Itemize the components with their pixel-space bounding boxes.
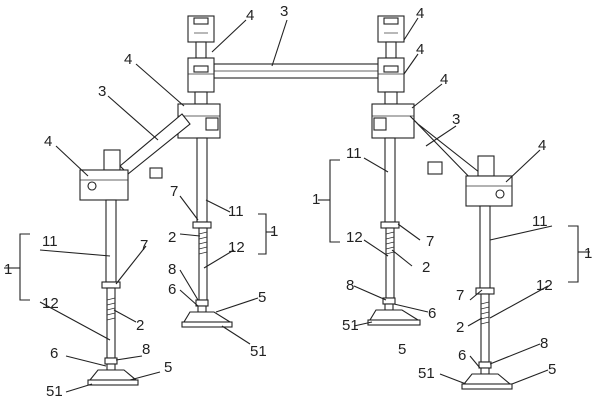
label-clamp-outer-left-4: 4 bbox=[44, 133, 52, 150]
leader-lines bbox=[39, 17, 553, 393]
label-crossbar-3: 3 bbox=[280, 3, 288, 20]
label-collar-rr-7: 7 bbox=[456, 287, 464, 304]
label-lower-tube-rr-12: 12 bbox=[536, 277, 553, 294]
label-spring-rm-2: 2 bbox=[422, 259, 430, 276]
label-upper-tube-lm-11: 11 bbox=[228, 203, 244, 220]
label-spring-ll-2: 2 bbox=[136, 317, 144, 334]
label-lower-tube-ll-12: 12 bbox=[42, 295, 59, 312]
label-pad-rm-51: 51 bbox=[342, 317, 359, 334]
label-joint-ll-6: 6 bbox=[50, 345, 58, 362]
label-nut-ll-8: 8 bbox=[142, 341, 150, 358]
label-collar-ll-7: 7 bbox=[140, 237, 148, 254]
label-spring-rr-2: 2 bbox=[456, 319, 464, 336]
label-arm-left-3: 3 bbox=[98, 83, 106, 100]
leg-right-outer bbox=[461, 155, 513, 390]
label-clamp-top-left-4: 4 bbox=[246, 7, 254, 24]
label-clamp-mid-right-4: 4 bbox=[416, 41, 424, 58]
label-lower-tube-lm-12: 12 bbox=[228, 239, 245, 256]
crossbar bbox=[213, 63, 391, 79]
label-joint-rm-6: 6 bbox=[428, 305, 436, 322]
label-upper-tube-rr-11: 11 bbox=[532, 213, 548, 230]
clamp-outer-right bbox=[465, 175, 513, 207]
label-pad-rr-51: 51 bbox=[418, 365, 435, 382]
label-nut-lm-8: 8 bbox=[168, 261, 176, 278]
label-pad-ll-51: 51 bbox=[46, 383, 63, 400]
clamp-top-left bbox=[187, 57, 215, 93]
label-clamp-upper-left-4: 4 bbox=[124, 51, 132, 68]
brackets bbox=[4, 159, 590, 301]
label-arm-right-3: 3 bbox=[452, 111, 460, 128]
callout-labels: 3 4 4 4 4 4 3 3 4 4 11 1 7 11 1 2 12 12 … bbox=[4, 3, 592, 400]
label-joint-rr-6: 6 bbox=[458, 347, 466, 364]
label-assembly-rr-1: 1 bbox=[584, 245, 592, 262]
label-joint-lm-6: 6 bbox=[168, 281, 176, 298]
label-nut-rr-8: 8 bbox=[540, 335, 548, 352]
clamp-top-right bbox=[377, 57, 405, 93]
label-clamp-outer-right-4: 4 bbox=[538, 137, 546, 154]
label-lower-tube-rm-12: 12 bbox=[346, 229, 363, 246]
label-nut-rm-8: 8 bbox=[346, 277, 354, 294]
label-upper-tube-ll-11: 11 bbox=[42, 233, 58, 250]
label-assembly-lm-1: 1 bbox=[270, 223, 278, 240]
label-collar-lm-7: 7 bbox=[170, 183, 178, 200]
label-clamp-top-right-4: 4 bbox=[416, 5, 424, 22]
label-foot-rr-5: 5 bbox=[548, 361, 556, 378]
label-foot-lm-5: 5 bbox=[258, 289, 266, 306]
label-assembly-ll-1: 1 bbox=[4, 261, 12, 278]
leg-right-middle bbox=[367, 15, 421, 326]
label-upper-tube-rm-11: 11 bbox=[346, 145, 362, 162]
label-pad-lm-51: 51 bbox=[250, 343, 267, 360]
label-foot-rm-5: 5 bbox=[398, 341, 406, 358]
label-assembly-rm-1: 1 bbox=[312, 191, 320, 208]
leg-left-outer bbox=[79, 149, 139, 386]
label-spring-lm-2: 2 bbox=[168, 229, 176, 246]
label-clamp-upper-right-4: 4 bbox=[440, 71, 448, 88]
leg-left-middle bbox=[177, 15, 233, 328]
label-foot-ll-5: 5 bbox=[164, 359, 172, 376]
label-collar-rm-7: 7 bbox=[426, 233, 434, 250]
